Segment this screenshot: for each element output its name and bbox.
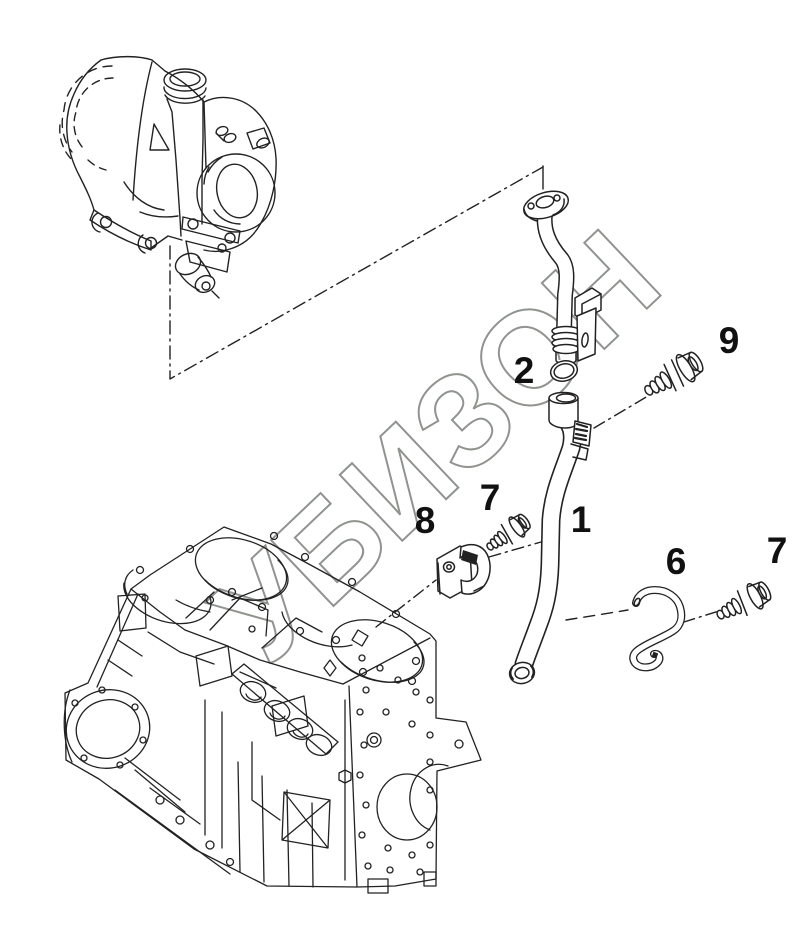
svg-text:6: 6 [666, 541, 687, 582]
svg-text:1: 1 [571, 499, 592, 540]
svg-text:8: 8 [415, 500, 436, 541]
svg-text:9: 9 [719, 320, 740, 361]
svg-text:2: 2 [514, 350, 535, 391]
svg-text:7: 7 [480, 477, 501, 518]
svg-text:7: 7 [767, 530, 788, 571]
